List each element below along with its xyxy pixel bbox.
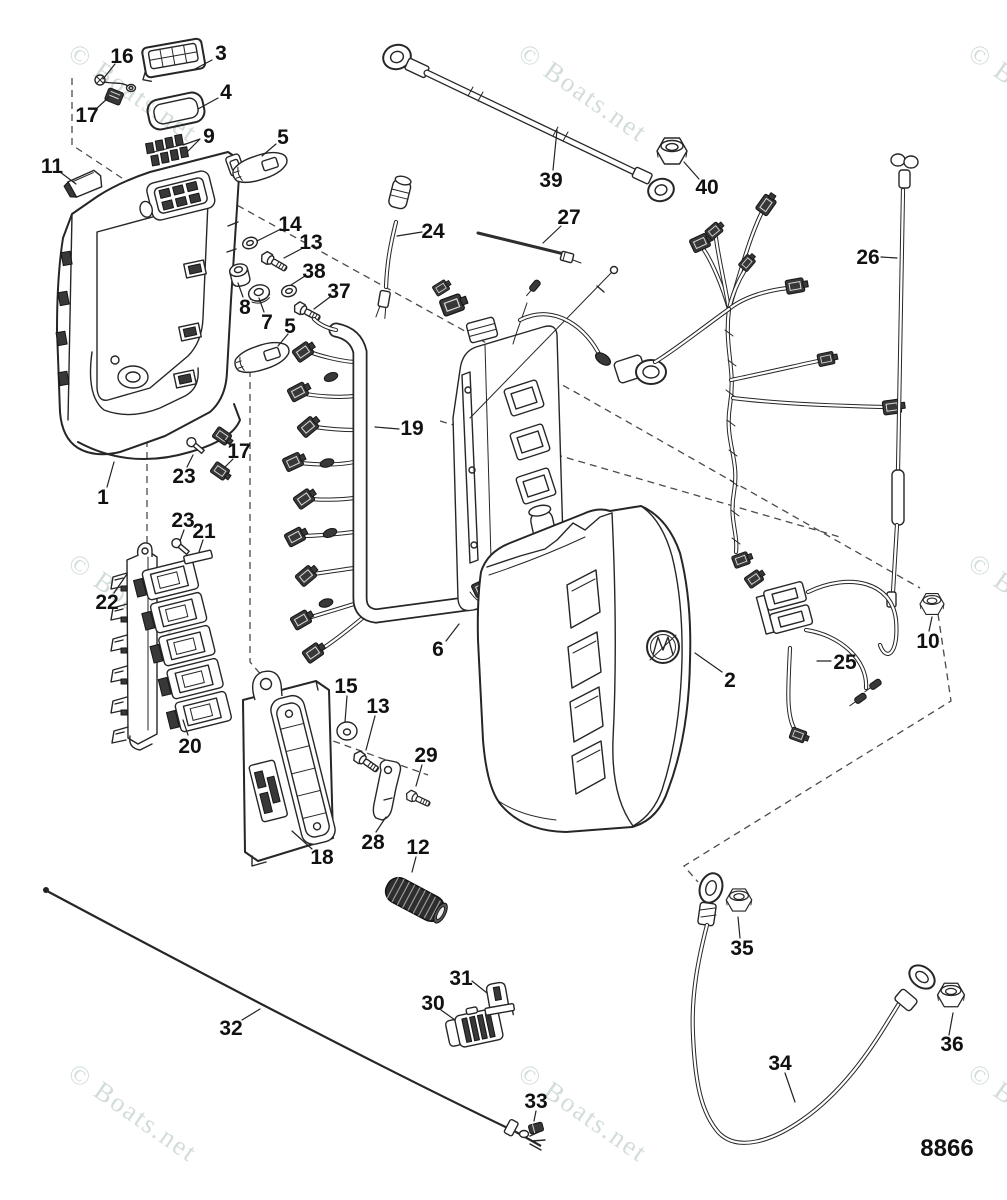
part-long-lead-26 (886, 153, 919, 608)
callout-36: 36 (940, 1033, 963, 1056)
part-terminal-block (145, 133, 189, 167)
part-fuse-bracket (110, 542, 158, 751)
watermark-text: © Boats.net (63, 1057, 204, 1168)
part-strip-21 (183, 549, 213, 565)
watermark-text: © Boats.net (513, 37, 654, 148)
part-nut-40 (656, 137, 688, 165)
callout-18: 18 (310, 846, 334, 869)
callout-28: 28 (361, 831, 385, 854)
part-lanyard-cable (43, 887, 546, 1151)
callout-32: 32 (219, 1017, 242, 1040)
callout-21: 21 (192, 520, 216, 543)
callout-12: 12 (406, 836, 429, 859)
callout-31: 31 (449, 967, 473, 990)
callout-11: 11 (41, 155, 64, 178)
part-connector-housing-30 (444, 1006, 504, 1048)
callout-26: 26 (856, 246, 879, 269)
callout-1: 1 (97, 486, 109, 509)
callout-2: 2 (724, 669, 736, 692)
callout-23b: 23 (171, 509, 194, 532)
watermark-text: © Boats.net (963, 37, 1007, 148)
part-grommet-8 (228, 263, 251, 287)
callout-9: 9 (203, 125, 215, 148)
part-battery-cable (690, 872, 936, 1145)
part-washer-14 (240, 234, 260, 252)
callout-10: 10 (916, 630, 939, 653)
part-bolt-23b (171, 537, 190, 556)
callout-34: 34 (768, 1052, 792, 1075)
part-clip-33 (528, 1121, 544, 1135)
callout-19: 19 (400, 417, 423, 440)
cover-vent-slots (566, 569, 606, 795)
callout-14: 14 (278, 213, 302, 236)
callout-29: 29 (414, 744, 437, 767)
callout-23a: 23 (172, 465, 195, 488)
part-flywheel-cover (476, 505, 692, 833)
part-washer-15 (336, 721, 358, 741)
callout-30: 30 (421, 992, 444, 1015)
part-bolt-13b (350, 748, 382, 776)
callout-25: 25 (833, 651, 857, 674)
part-sleeve-12 (384, 876, 448, 924)
callout-20: 20 (178, 735, 201, 758)
callout-7: 7 (261, 311, 273, 334)
part-cover-gasket (146, 91, 206, 131)
callout-5b: 5 (284, 315, 296, 338)
callout-8: 8 (239, 296, 251, 319)
part-engine-harness (281, 316, 548, 665)
callout-15: 15 (334, 675, 358, 698)
part-nut-35 (725, 888, 753, 912)
callout-6: 6 (432, 638, 444, 661)
part-cable-tie (476, 231, 582, 264)
callout-22: 22 (95, 591, 118, 614)
part-nut-36 (936, 982, 966, 1008)
part-washer-38 (279, 282, 299, 300)
part-ecm-module (242, 670, 336, 867)
callout-37: 37 (327, 280, 350, 303)
callout-13a: 13 (299, 231, 322, 254)
part-bracket-cover (141, 37, 207, 82)
callout-3: 3 (215, 42, 227, 65)
callout-33: 33 (524, 1090, 547, 1113)
watermark-text: © Boats.net (963, 547, 1007, 658)
callout-leader-lines (59, 59, 954, 1122)
part-starter-cable (382, 43, 675, 203)
part-spacer-7 (247, 284, 271, 304)
callout-16: 16 (110, 45, 133, 68)
part-connector-17a (104, 87, 124, 106)
part-fuse-holder-block (133, 558, 233, 733)
part-key-top (228, 146, 292, 189)
part-wiring-assembly-25 (755, 579, 899, 745)
part-bolt-29 (403, 788, 433, 810)
part-nut-10 (919, 593, 945, 615)
callout-27: 27 (557, 206, 580, 229)
callout-38: 38 (302, 260, 326, 283)
drawing-number: 8866 (920, 1135, 973, 1162)
part-harness-right (652, 189, 907, 590)
part-electrical-bracket (55, 151, 245, 461)
part-bolt-23a (186, 436, 205, 455)
callout-35: 35 (730, 937, 754, 960)
part-bracket-28 (372, 759, 402, 821)
part-connector-17b-lower (209, 460, 234, 484)
callout-24: 24 (421, 220, 445, 243)
callout-4: 4 (220, 81, 232, 104)
part-bolt-13a (258, 249, 290, 275)
callout-39: 39 (539, 169, 562, 192)
part-latch-clip-31 (484, 981, 516, 1020)
callout-17b: 17 (227, 440, 250, 463)
part-clip-block (63, 169, 103, 198)
callout-40: 40 (695, 176, 718, 199)
part-screw-link (94, 74, 137, 93)
part-key-bottom (230, 336, 294, 379)
part-lead-wire-24 (375, 175, 412, 319)
callout-17a: 17 (75, 104, 98, 127)
callout-13b: 13 (366, 695, 389, 718)
brand-logo-icon (646, 630, 680, 664)
callout-5a: 5 (277, 126, 289, 149)
callout-labels: 16 3 4 17 9 5 11 14 13 38 37 8 7 5 39 40… (41, 42, 964, 1113)
